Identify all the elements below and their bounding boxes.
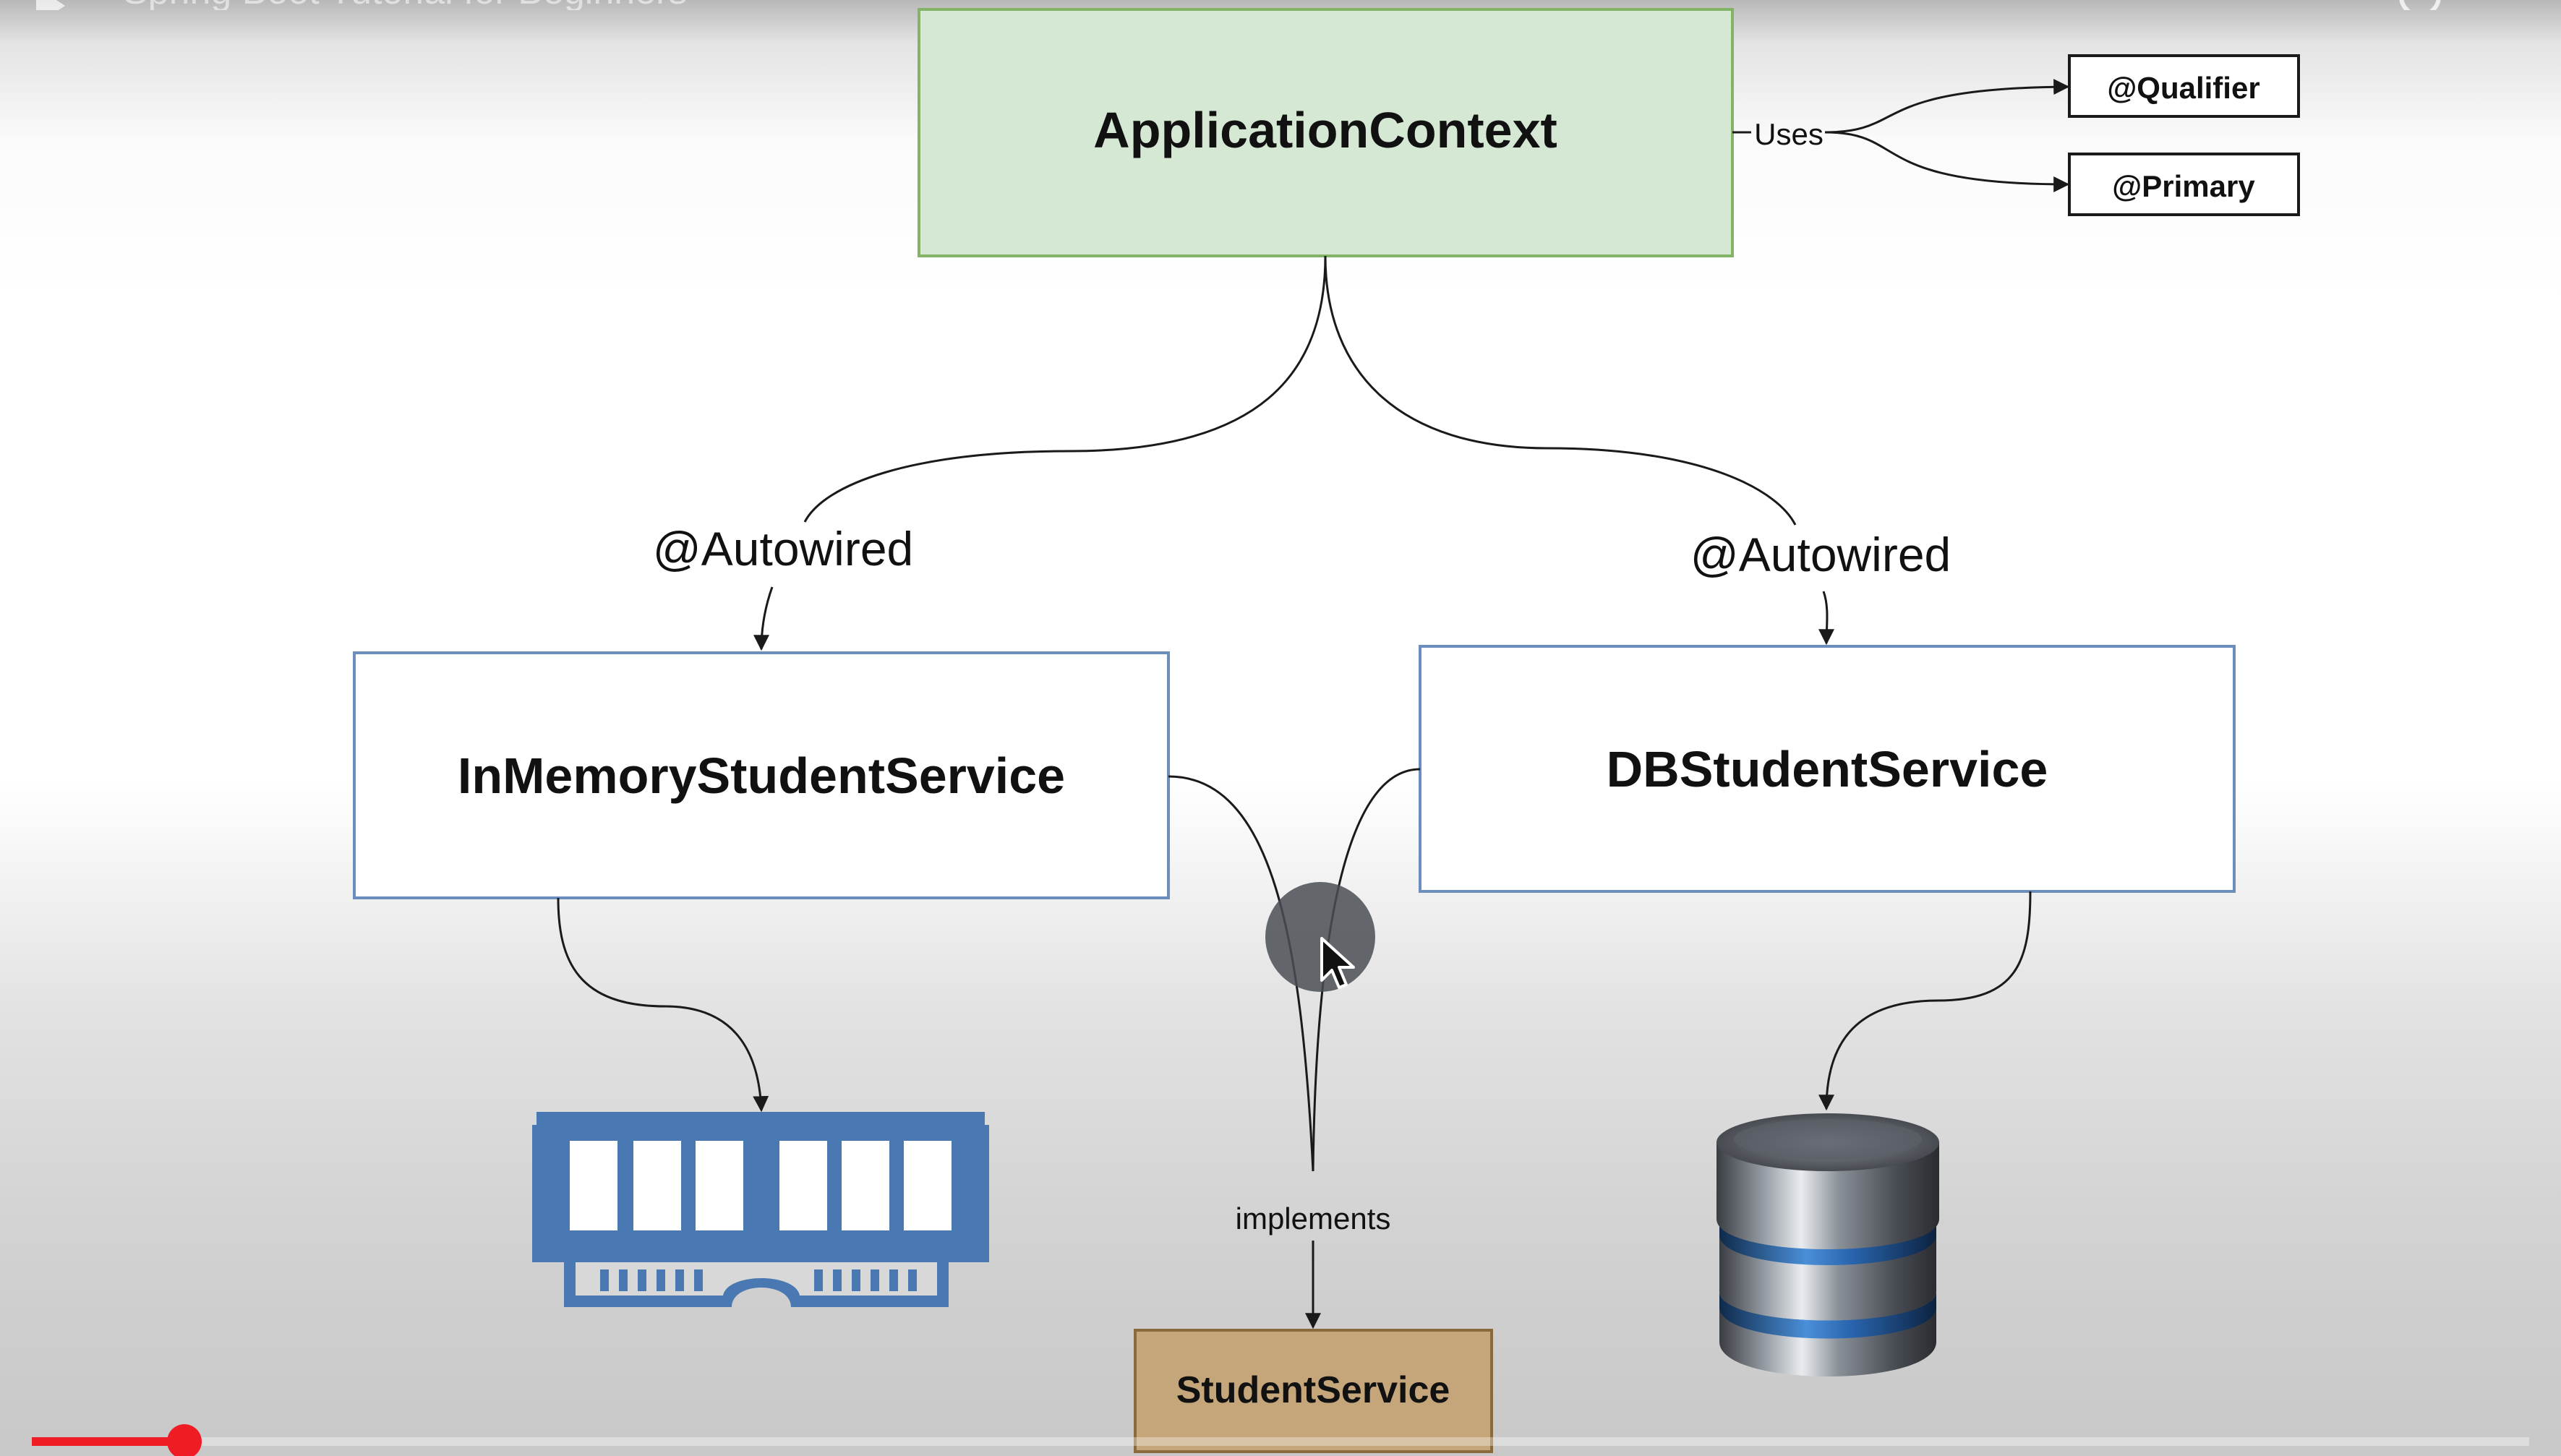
uses-edge: Uses [1732, 79, 2070, 192]
implements-label: implements [1236, 1202, 1391, 1236]
uses-label: Uses [1754, 117, 1824, 151]
primary-node: @Primary [2068, 153, 2300, 216]
progress-scrubber[interactable] [167, 1424, 202, 1456]
in-memory-student-service-node: InMemoryStudentService [353, 651, 1170, 899]
video-top-bar: Spring Boot Tutorial for Beginners [0, 0, 2561, 10]
video-title: Spring Boot Tutorial for Beginners [123, 0, 687, 10]
implements-edges: implements [1168, 768, 1421, 1329]
db-service-label: DBStudentService [1607, 741, 2048, 797]
database-icon [1716, 1113, 1939, 1376]
mouse-cursor-icon [1265, 882, 1375, 992]
student-service-node: StudentService [1134, 1329, 1493, 1453]
service-to-storage-edges [557, 891, 2032, 1113]
db-student-service-node: DBStudentService [1419, 645, 2236, 893]
autowired-left-label: @Autowired [653, 522, 914, 575]
primary-label: @Primary [2112, 169, 2255, 203]
context-to-services-edges: @Autowired @Autowired [653, 255, 1951, 651]
qualifier-node: @Qualifier [2068, 54, 2300, 118]
autowired-right-label: @Autowired [1690, 528, 1951, 581]
clock-icon[interactable] [2399, 0, 2441, 10]
student-service-label: StudentService [1176, 1369, 1450, 1411]
video-progress-bar[interactable] [32, 1424, 2529, 1456]
qualifier-label: @Qualifier [2107, 71, 2259, 105]
in-memory-service-label: InMemoryStudentService [458, 748, 1065, 804]
application-context-node: ApplicationContext [918, 8, 1734, 257]
ram-module-icon [532, 1112, 989, 1307]
application-context-label: ApplicationContext [1093, 102, 1557, 158]
play-icon[interactable] [36, 0, 65, 10]
progress-played [32, 1437, 184, 1446]
